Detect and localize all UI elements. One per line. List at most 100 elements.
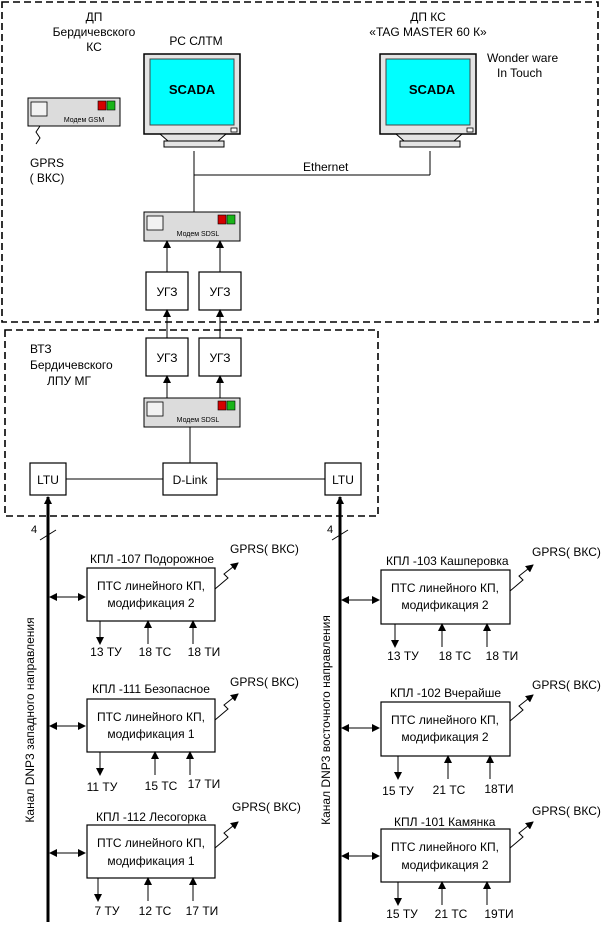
gprs-zigzag	[214, 562, 239, 590]
dlink-label: D-Link	[173, 473, 209, 487]
station-box	[380, 828, 511, 883]
ltu-left-label: LTU	[37, 473, 59, 487]
station-tu: 13 ТУ	[387, 649, 419, 663]
station-line1: ПТС линейного КП,	[97, 836, 205, 850]
station-title: КПЛ -111 Безопасное	[92, 682, 210, 696]
station-ts: 18 ТС	[439, 649, 472, 663]
station-tu: 15 ТУ	[386, 907, 418, 921]
station-ti: 17 ТИ	[188, 777, 221, 791]
monitor-icon-dp-ks: SCADA	[379, 53, 477, 148]
dlink-box	[162, 462, 218, 496]
vtz-line1: ВТЗ	[30, 342, 52, 356]
station-gprs: GPRS( ВКС)	[532, 678, 601, 692]
dp-region-border	[1, 1, 599, 323]
channel-west-slash	[39, 529, 57, 541]
gprs-zigzag-top	[35, 125, 41, 145]
channel-east-slash	[331, 529, 349, 541]
station-ti: 18 ТИ	[486, 649, 519, 663]
station-line2: модификация 1	[107, 854, 195, 868]
wonderware-line2: In Touch	[497, 66, 542, 80]
station-line2: модификация 2	[107, 596, 195, 610]
gprs-zigzag	[509, 694, 534, 722]
wonderware-line1: Wonder ware	[487, 51, 558, 65]
station-kpl-102: КПЛ -102 Вчерайше ПТС линейного КП, моди…	[341, 678, 601, 798]
station-title: КПЛ -107 Подорожное	[90, 552, 214, 566]
station-title: КПЛ -103 Кашперовка	[386, 554, 509, 568]
ltu-left-box	[29, 462, 67, 496]
station-kpl-103: КПЛ -103 Кашперовка ПТС линейного КП, мо…	[341, 545, 601, 663]
gprs-top-line1: GPRS	[30, 156, 64, 170]
dp-berdichev-line3: КС	[86, 40, 102, 54]
station-ti: 19ТИ	[484, 907, 513, 921]
channel-west-label: Канал DNP3 западного направления	[23, 617, 37, 822]
vtz-region-border	[4, 329, 379, 517]
ugz-top-2-label: УГЗ	[209, 285, 230, 299]
ugz-bottom-2-label: УГЗ	[209, 351, 230, 365]
modem-gsm-icon: Модем GSM	[27, 97, 121, 127]
station-ts: 21 ТС	[433, 783, 466, 797]
station-ti: 18 ТИ	[188, 645, 221, 659]
gprs-zigzag	[214, 821, 239, 849]
monitor-icon-rs-sltm: SCADA	[143, 53, 241, 148]
station-title: КПЛ -102 Вчерайше	[390, 686, 501, 700]
station-ti: 17 ТИ	[186, 904, 219, 918]
ugz-bottom-1-label: УГЗ	[156, 351, 177, 365]
station-box	[86, 824, 216, 879]
dp-ks-line1: ДП КС	[410, 10, 446, 24]
station-box	[86, 567, 216, 622]
station-kpl-101: КПЛ -101 Камянка ПТС линейного КП, модиф…	[341, 804, 601, 921]
ugz-top-1-label: УГЗ	[156, 285, 177, 299]
rs-sltm-label: РС СЛТМ	[169, 34, 222, 48]
station-line1: ПТС линейного КП,	[391, 581, 499, 595]
screen-text-rs-sltm: SCADA	[169, 82, 216, 97]
station-ts: 21 ТС	[435, 907, 468, 921]
modem-sdsl-bottom-icon: Модем SDSL	[143, 397, 241, 428]
dp-ks-line2: «TAG MASTER 60 К»	[369, 25, 487, 39]
dp-berdichev-line1: ДП	[86, 10, 103, 24]
ugz-top-2	[198, 271, 242, 311]
station-line1: ПТС линейного КП,	[97, 710, 205, 724]
station-gprs: GPRS( ВКС)	[230, 675, 299, 689]
station-tu: 13 ТУ	[90, 645, 122, 659]
dp-berdichev-line2: Бердичевского	[53, 25, 136, 39]
station-gprs: GPRS( ВКС)	[532, 804, 601, 818]
station-box	[380, 701, 511, 757]
vtz-line3: ЛПУ МГ	[47, 374, 91, 388]
station-ts: 18 ТС	[139, 645, 172, 659]
station-kpl-111: КПЛ -111 Безопасное ПТС линейного КП, мо…	[49, 675, 299, 794]
station-title: КПЛ -112 Лесогорка	[96, 810, 207, 824]
station-ts: 12 ТС	[139, 904, 172, 918]
station-line1: ПТС линейного КП,	[97, 579, 205, 593]
station-tu: 15 ТУ	[382, 784, 414, 798]
gprs-zigzag	[509, 564, 534, 592]
station-ts: 15 ТС	[145, 779, 178, 793]
channel-west-count: 4	[31, 524, 37, 536]
channel-east-count: 4	[327, 524, 333, 536]
station-title: КПЛ -101 Камянка	[394, 815, 496, 829]
ltu-right-label: LTU	[332, 473, 354, 487]
vtz-line2: Бердичевского	[30, 358, 113, 372]
modem-gsm-label: Модем GSM	[64, 117, 104, 124]
station-box	[86, 698, 216, 753]
gprs-zigzag	[214, 693, 239, 721]
station-tu: 11 ТУ	[87, 780, 118, 794]
channel-east-label: Канал DNP3 восточного направления	[319, 615, 333, 825]
gprs-top-line2: ( ВКС)	[30, 171, 65, 185]
modem-sdsl-top-icon: Модем SDSL	[143, 211, 241, 242]
ethernet-label: Ethernet	[303, 160, 349, 174]
station-line2: модификация 1	[107, 727, 195, 741]
station-line2: модификация 2	[401, 598, 489, 612]
station-gprs: GPRS( ВКС)	[532, 545, 601, 559]
station-kpl-112: КПЛ -112 Лесогорка ПТС линейного КП, мод…	[49, 800, 301, 918]
station-gprs: GPRS( ВКС)	[232, 800, 301, 814]
ugz-bottom-1	[145, 337, 189, 377]
station-box	[380, 569, 511, 625]
station-kpl-107: КПЛ -107 Подорожное ПТС линейного КП, мо…	[49, 542, 299, 659]
station-line1: ПТС линейного КП,	[391, 840, 499, 854]
ugz-bottom-2	[198, 337, 242, 377]
gprs-zigzag	[509, 821, 534, 849]
ugz-top-1	[145, 271, 189, 311]
station-line1: ПТС линейного КП,	[391, 713, 499, 727]
modem-sdsl-bottom-label: Модем SDSL	[177, 417, 220, 424]
